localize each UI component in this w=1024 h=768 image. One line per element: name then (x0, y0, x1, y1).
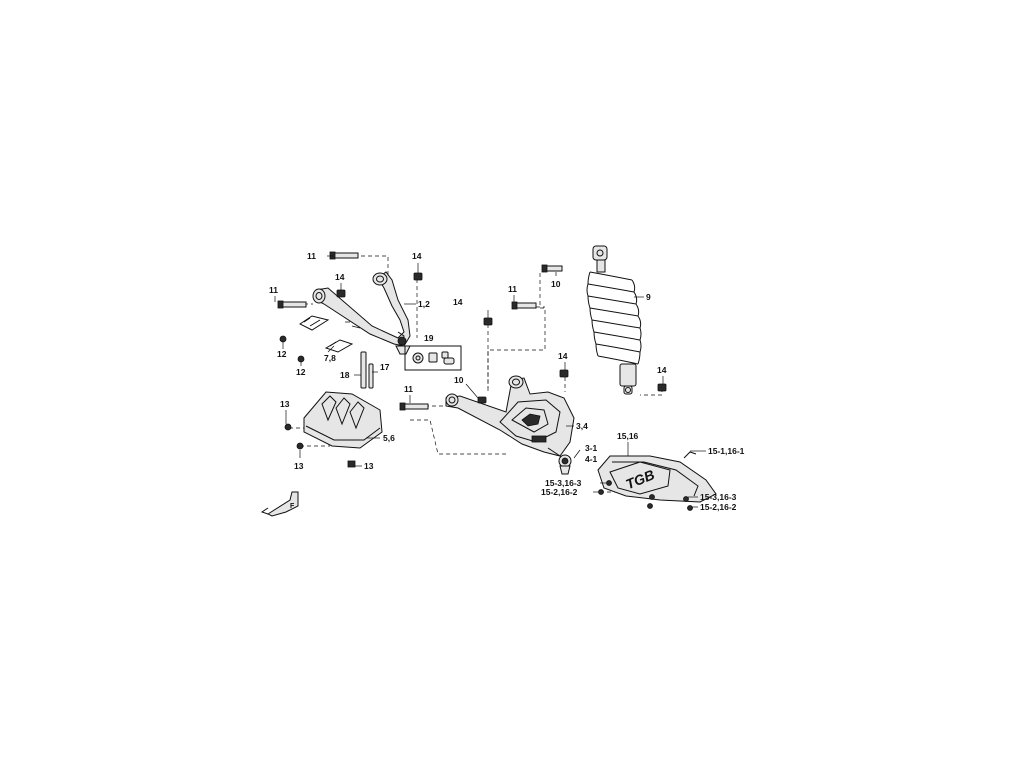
callout-1-2: 1,2 (418, 299, 430, 309)
callout-11-lower: 11 (404, 384, 413, 394)
callout-7-8: 7,8 (324, 353, 336, 363)
upper-a-arm (312, 271, 411, 355)
callout-14-top: 14 (412, 251, 422, 261)
callout-18: 18 (340, 370, 350, 380)
callout-11-top: 11 (307, 251, 316, 261)
lower-a-arm (445, 375, 575, 475)
callout-15-2-16-2-left: 15-2,16-2 (541, 487, 578, 497)
callout-15-3-16-3-left: 15-3,16-3 (545, 478, 582, 488)
callout-14-upper-arm: 14 (335, 272, 345, 282)
orientation-arrow: F (260, 491, 299, 517)
pins (360, 351, 374, 389)
callout-19: 19 (424, 333, 434, 343)
callout-12-a: 12 (277, 349, 287, 359)
right-skid-plate: TGB (597, 451, 717, 511)
callout-labels: 11 14 14 11 1,2 12 12 7,8 19 18 17 14 11… (269, 251, 745, 512)
leader-lines (274, 255, 706, 508)
callout-15-3-16-3-right: 15-3,16-3 (700, 492, 737, 502)
coil-spring (586, 271, 642, 365)
callout-13-b: 13 (294, 461, 304, 471)
callout-14-shock: 14 (657, 365, 667, 375)
upper-arm-hardware (277, 251, 423, 363)
bushing-kit (404, 345, 462, 371)
orientation-mark: F (290, 503, 295, 510)
callout-10-lower: 10 (454, 375, 464, 385)
callout-17: 17 (380, 362, 390, 372)
callout-3-1: 3-1 (585, 443, 598, 453)
callout-12-b: 12 (296, 367, 306, 377)
callout-14-lower: 14 (558, 351, 568, 361)
callout-14-mid: 14 (453, 297, 463, 307)
left-skid-plate (284, 391, 383, 468)
shock-absorber (541, 245, 667, 395)
callout-11-mid: 11 (508, 284, 517, 294)
lower-arm-hardware (399, 301, 569, 411)
callout-10-top: 10 (551, 279, 561, 289)
callout-9: 9 (646, 292, 651, 302)
callout-3-4: 3,4 (576, 421, 588, 431)
callout-13-a: 13 (280, 399, 290, 409)
callout-4-1: 4-1 (585, 454, 598, 464)
callout-15-2-16-2-right: 15-2,16-2 (700, 502, 737, 512)
callout-11-left: 11 (269, 285, 278, 295)
callout-15-1-16-1: 15-1,16-1 (708, 446, 745, 456)
callout-5-6: 5,6 (383, 433, 395, 443)
callout-15-16: 15,16 (617, 431, 639, 441)
callout-13-c: 13 (364, 461, 374, 471)
